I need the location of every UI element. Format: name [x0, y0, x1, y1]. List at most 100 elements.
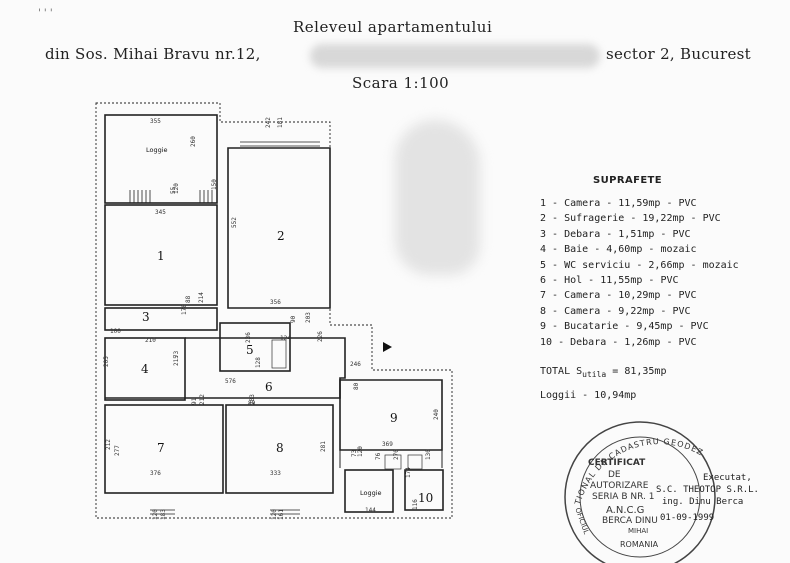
surface-item-n: 10 — [540, 336, 553, 348]
dimension-label: 73 — [351, 449, 358, 457]
executor-engineer: ing. Dinu Berca — [662, 497, 744, 507]
surface-item-n: 4 — [540, 244, 547, 256]
room-number-8: 8 — [276, 441, 284, 455]
dimension-label: 246 — [350, 361, 361, 368]
surface-item-n: 2 — [540, 213, 547, 225]
dimension-label: 116 — [412, 499, 419, 510]
surface-item: 10 - Debara - 1,26mp - PVC — [540, 336, 697, 348]
surface-item-area: 9,45mp — [636, 321, 673, 333]
surface-item: 4 - Baie - 4,60mp - mozaic — [540, 244, 697, 256]
dimension-label: 120 — [173, 183, 180, 194]
svg-text:TIONAL DE CADASTRU GEODEZIE SI: TIONAL DE CADASTRU GEODEZIE SI C — [0, 0, 704, 507]
loggii-area: Loggii - 10,94mp — [540, 390, 637, 401]
dimension-label: 333 — [270, 470, 281, 477]
surface-item-area: 2,66mp — [648, 259, 685, 271]
dimension-label: 76 — [375, 452, 382, 460]
dimension-label: 205 — [103, 356, 110, 367]
dimension-label: 120 — [152, 509, 159, 520]
dimension-label: 88 — [185, 295, 192, 303]
surface-item-finish: PVC — [678, 290, 697, 302]
dimension-label: 120 — [271, 509, 278, 520]
loggia-top-walls — [104, 114, 218, 204]
executor-date: 01-09-1999 — [660, 513, 715, 523]
dimension-label: 242 — [265, 117, 272, 128]
dimension-label: 120 — [357, 446, 364, 457]
dimension-label: 203 — [305, 312, 312, 323]
stamp-line-3: AUTORIZARE — [590, 481, 649, 491]
dimension-label: 345 — [155, 209, 166, 216]
dimension-label: 55 — [170, 186, 177, 194]
room-2-walls — [227, 147, 331, 309]
dimension-label: 183 — [160, 509, 167, 520]
executor-label: Executat, — [703, 473, 752, 483]
surface-item-finish: PVC — [660, 275, 679, 286]
dimension-label: 73 — [173, 350, 180, 358]
room-number-4: 4 — [141, 362, 149, 376]
room-4-walls — [104, 337, 186, 401]
scale-label: Scara 1:100 — [352, 74, 450, 92]
surface-item-area: 9,22mp — [618, 305, 655, 317]
dimension-label: 124 — [280, 335, 291, 342]
loggia-bottom-walls — [344, 469, 394, 513]
redacted-address — [310, 44, 600, 68]
dimension-label: 150 — [211, 179, 218, 190]
loggia-label-bottom: Loggie — [360, 489, 382, 497]
dimension-label: 356 — [270, 299, 281, 306]
surface-item-name: Camera — [564, 198, 601, 209]
surface-item-name: Debara — [570, 336, 607, 348]
surface-item-finish: PVC — [690, 321, 709, 333]
address-left: din Sos. Mihai Bravu nr.12, — [45, 45, 261, 63]
total-usable-area: TOTAL Sutila = 81,35mp — [540, 366, 666, 379]
total-value: = 81,35mp — [612, 366, 667, 377]
dimension-label: 281 — [320, 441, 327, 452]
surface-item: 3 - Debara - 1,51mp - PVC — [540, 228, 691, 240]
loggia-label-top: Loggie — [146, 146, 168, 154]
dimension-label: 178 — [181, 304, 188, 315]
surface-item-name: Debara — [564, 228, 601, 240]
room-number-1: 1 — [157, 249, 165, 263]
stamp-line-1: CERTIFICAT — [588, 458, 646, 468]
surface-item: 8 - Camera - 9,22mp - PVC — [540, 305, 691, 317]
dimension-label: 376 — [150, 470, 161, 477]
dimension-label: 89 — [248, 400, 256, 407]
room-number-6: 6 — [265, 380, 273, 394]
dimension-label: 214 — [198, 292, 205, 303]
entry-arrow-icon — [383, 342, 392, 352]
surface-item-name: Camera — [564, 305, 601, 317]
surface-item-n: 6 — [540, 275, 547, 286]
dimension-label: 240 — [433, 409, 440, 420]
surface-item: 1 - Camera - 11,59mp - PVC — [540, 198, 697, 209]
room-number-9: 9 — [390, 411, 398, 425]
dimension-label: 100 — [110, 328, 121, 335]
executor-company: S.C. THEOTOP S.R.L. — [656, 485, 759, 495]
dimension-label: 236 — [245, 332, 252, 343]
dimension-label: 130 — [425, 449, 432, 460]
stamp-line-6: BERCA DINU — [602, 516, 658, 526]
surface-item-area: 10,29mp — [618, 290, 661, 302]
surface-item-finish: PVC — [678, 336, 697, 348]
document-title: Releveul apartamentului — [293, 18, 493, 36]
surface-item-area: 4,60mp — [606, 244, 643, 256]
surface-item-name: WC serviciu — [564, 259, 631, 271]
dimension-label: 369 — [382, 441, 393, 448]
surface-item-name: Bucatarie — [564, 321, 619, 333]
room-3-walls — [104, 307, 218, 331]
total-sub: utila — [582, 370, 607, 379]
dimension-label: 270 — [393, 449, 400, 460]
surface-item-area: 1,26mp — [624, 336, 661, 348]
surface-item-name: Hol — [564, 275, 583, 286]
room-number-3: 3 — [142, 310, 150, 324]
stamp-line-4: SERIA B NR. 1 — [592, 492, 655, 502]
dimension-label: 210 — [145, 337, 156, 344]
dimension-label: 128 — [255, 357, 262, 368]
dimension-label: 355 — [150, 118, 161, 125]
dimension-label: 203 — [249, 394, 256, 405]
room-10-walls — [404, 469, 444, 511]
room-number-5: 5 — [246, 343, 254, 357]
surface-item-n: 9 — [540, 321, 547, 333]
dimension-label: 91 — [191, 397, 198, 405]
dimension-label: 260 — [190, 136, 197, 147]
surface-item-area: 1,51mp — [618, 228, 655, 240]
